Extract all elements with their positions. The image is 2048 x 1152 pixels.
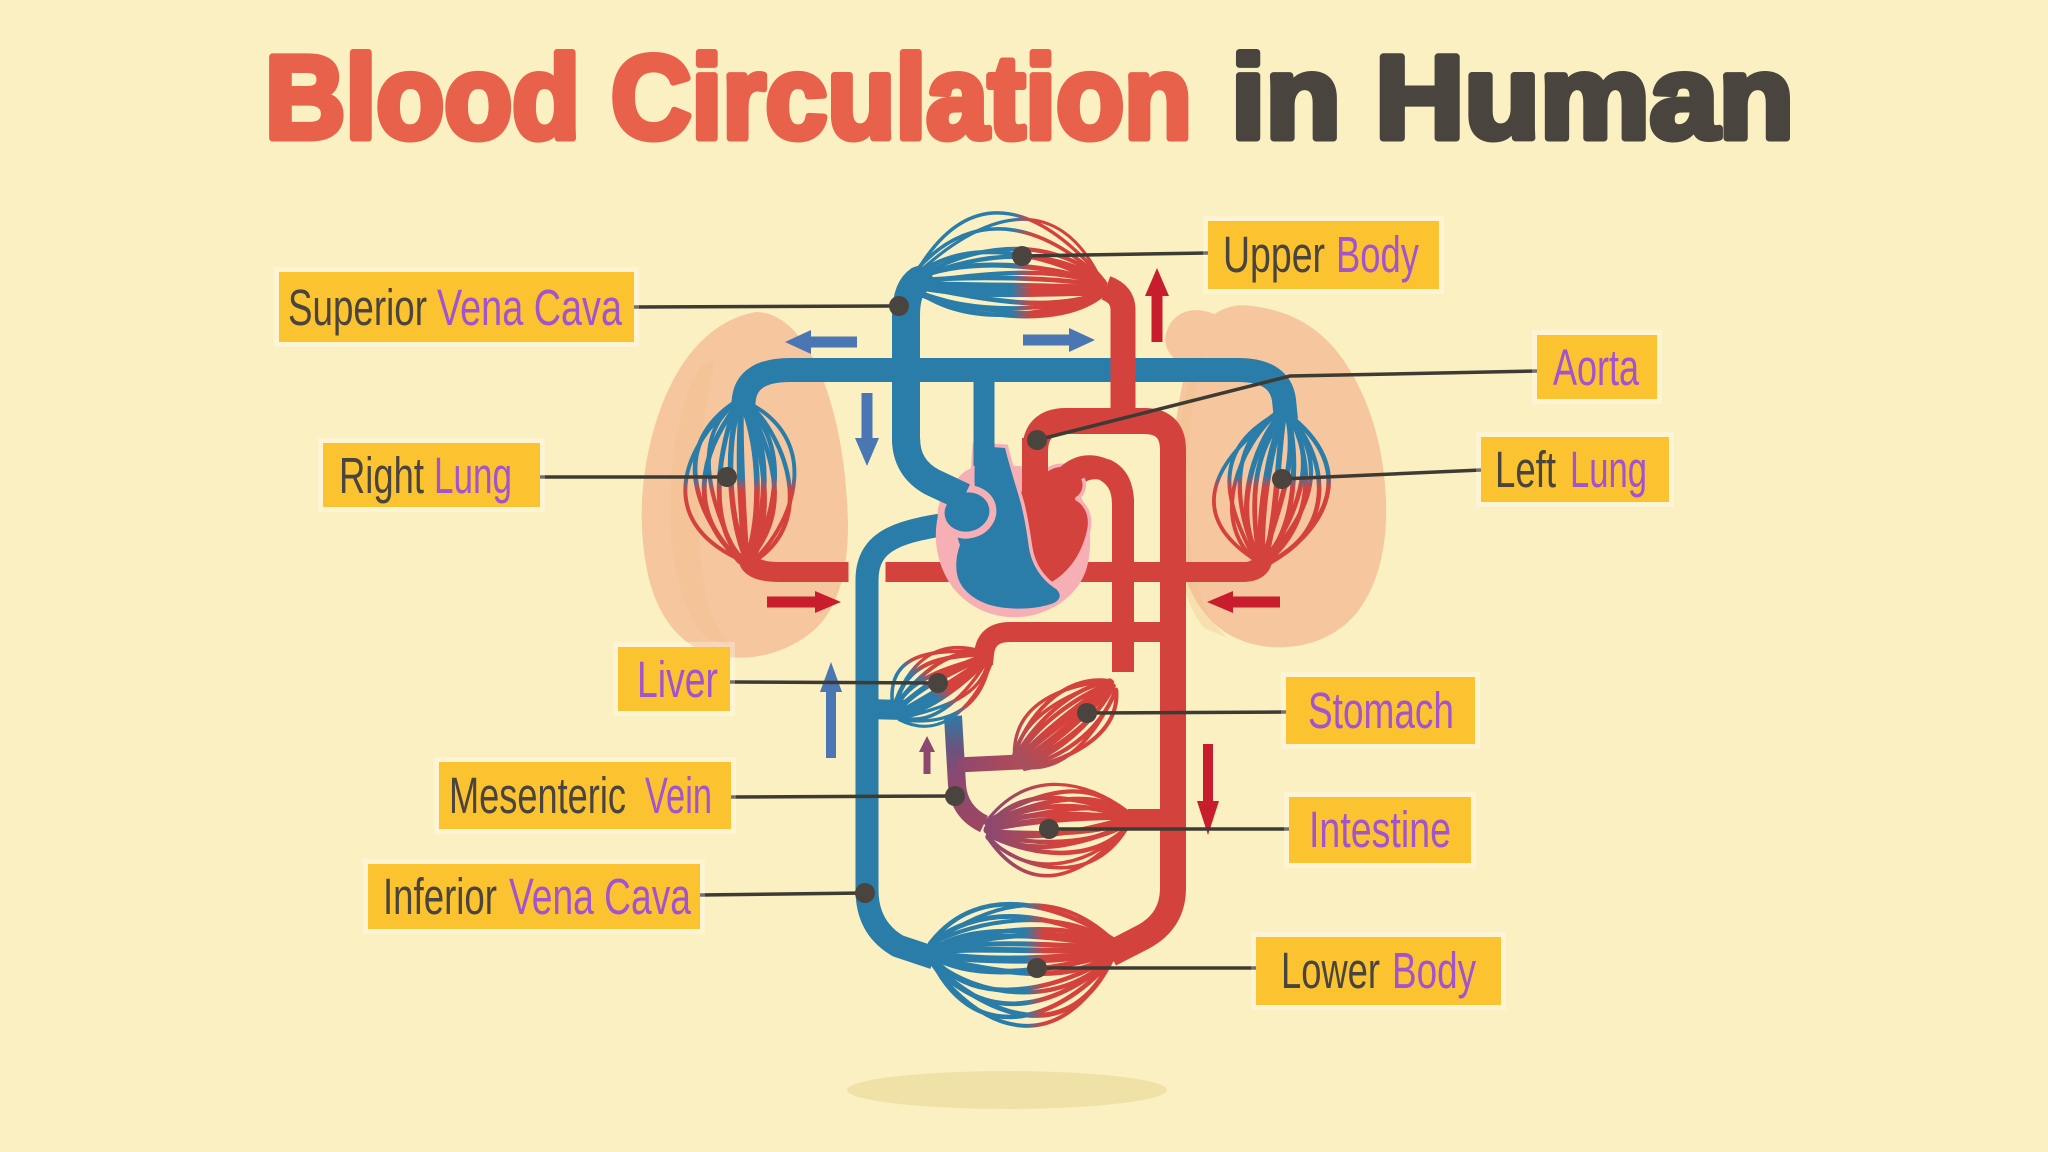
svg-text:Aorta: Aorta xyxy=(1553,339,1639,396)
svg-text:Blood Circulation: Blood Circulation xyxy=(265,32,1192,164)
svg-text:Liver: Liver xyxy=(637,651,718,708)
svg-text:Right: Right xyxy=(339,447,424,504)
svg-text:Mesenteric: Mesenteric xyxy=(449,767,626,824)
svg-text:Vena Cava: Vena Cava xyxy=(509,868,691,925)
svg-text:Inferior: Inferior xyxy=(383,868,497,925)
svg-text:Superior: Superior xyxy=(288,279,427,336)
svg-text:Lower: Lower xyxy=(1281,942,1380,999)
svg-text:Lung: Lung xyxy=(1570,441,1647,498)
svg-text:Lung: Lung xyxy=(434,447,512,504)
svg-text:Vein: Vein xyxy=(645,767,712,824)
svg-text:Left: Left xyxy=(1495,441,1556,498)
svg-text:Intestine: Intestine xyxy=(1309,801,1451,858)
svg-text:Body: Body xyxy=(1336,226,1419,283)
svg-text:in Human: in Human xyxy=(1231,32,1794,164)
svg-text:Body: Body xyxy=(1392,942,1476,999)
svg-text:Upper: Upper xyxy=(1223,226,1325,283)
svg-text:Vena Cava: Vena Cava xyxy=(437,279,622,336)
svg-text:Stomach: Stomach xyxy=(1308,682,1454,739)
